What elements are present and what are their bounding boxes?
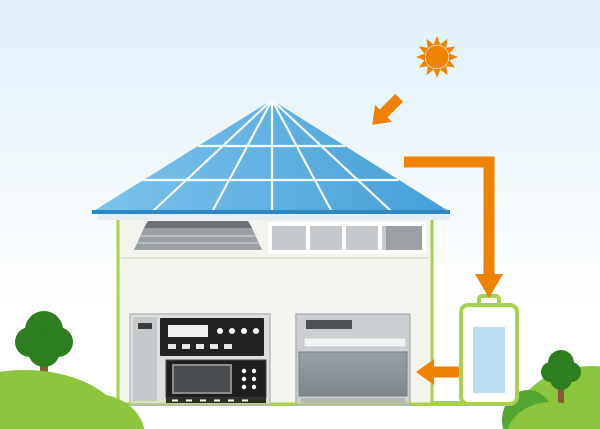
knob-dot — [241, 328, 247, 334]
cabinet-side-panel — [133, 317, 157, 401]
right-vegetation — [502, 350, 600, 429]
stove-control-panel — [160, 318, 264, 356]
range-hood-slats — [137, 235, 259, 244]
panel-button — [210, 344, 218, 349]
range-hood-top — [144, 221, 252, 228]
arrow-elbow-shaft — [404, 156, 495, 276]
sun-ray — [449, 53, 458, 61]
microwave-button-dot — [251, 384, 257, 390]
panel-button — [196, 344, 204, 349]
dishwasher-kick — [301, 398, 405, 403]
cabinet-handle — [138, 323, 152, 329]
battery-cell — [473, 327, 505, 393]
left-tree-foliage — [28, 335, 60, 367]
range-hood — [134, 221, 262, 250]
drawer-mark — [214, 399, 220, 402]
microwave-button-dot — [241, 376, 247, 382]
microwave — [165, 359, 267, 399]
drawer-mark — [228, 399, 234, 402]
microwave-button-dot — [251, 368, 257, 374]
house — [98, 210, 450, 406]
sun-ray — [426, 38, 435, 49]
battery — [459, 294, 519, 406]
panel-button — [168, 344, 176, 349]
drawer-mark — [200, 399, 206, 402]
left-front-bush — [45, 394, 145, 429]
sun-ray — [433, 36, 441, 45]
microwave-button-dot — [241, 368, 247, 374]
drawer-mark — [186, 399, 192, 402]
arrow-downleft-shaft — [378, 93, 404, 119]
arrow-downleft-head — [372, 104, 393, 125]
range-hood-body — [134, 228, 262, 250]
solar-panel-grid — [143, 99, 399, 213]
window-mullions — [306, 226, 382, 250]
lower-drawer — [166, 398, 266, 403]
control-display — [168, 325, 208, 337]
drawer-mark — [172, 399, 178, 402]
sun-ray — [416, 53, 425, 61]
dishwasher-door — [298, 351, 408, 397]
sun-ray — [426, 65, 435, 76]
panel-button — [182, 344, 190, 349]
left-vegetation — [0, 311, 145, 429]
right-tree — [541, 350, 581, 404]
right-tree-foliage — [550, 368, 572, 390]
knob-dot — [253, 328, 259, 334]
sunlight-arrow-icon — [372, 93, 404, 125]
window-dark-pane — [386, 226, 422, 250]
sun-rays — [416, 36, 458, 78]
arrow-left-head — [416, 359, 434, 385]
roof-to-battery-arrow-icon — [404, 156, 503, 298]
sun-ray — [445, 59, 456, 68]
battery-to-house-arrow-icon — [416, 359, 459, 385]
sun-ray — [418, 46, 429, 55]
sun-core — [425, 45, 449, 69]
second-floor-windows — [268, 222, 426, 254]
panel-button — [224, 344, 232, 349]
sun-ray — [439, 38, 448, 49]
sun-ray — [439, 65, 448, 76]
microwave-button-dot — [241, 384, 247, 390]
microwave-window — [172, 364, 232, 394]
solar-roof — [92, 99, 450, 214]
dishwasher-handle — [306, 320, 352, 329]
right-front-bush — [507, 402, 597, 429]
dishwasher — [295, 313, 411, 405]
knob-dot — [229, 328, 235, 334]
drawer-mark — [242, 399, 248, 402]
sun-ray — [433, 69, 441, 78]
knob-dot — [217, 328, 223, 334]
roof-fascia — [98, 210, 450, 220]
sun-ray — [418, 59, 429, 68]
sun-icon — [416, 36, 458, 78]
sun-ray — [445, 46, 456, 55]
right-tree-trunk — [558, 382, 564, 404]
kitchen-unit — [129, 313, 271, 405]
arrow-elbow-head — [475, 274, 503, 298]
dishwasher-slot — [303, 337, 407, 348]
microwave-button-dot — [251, 376, 257, 382]
